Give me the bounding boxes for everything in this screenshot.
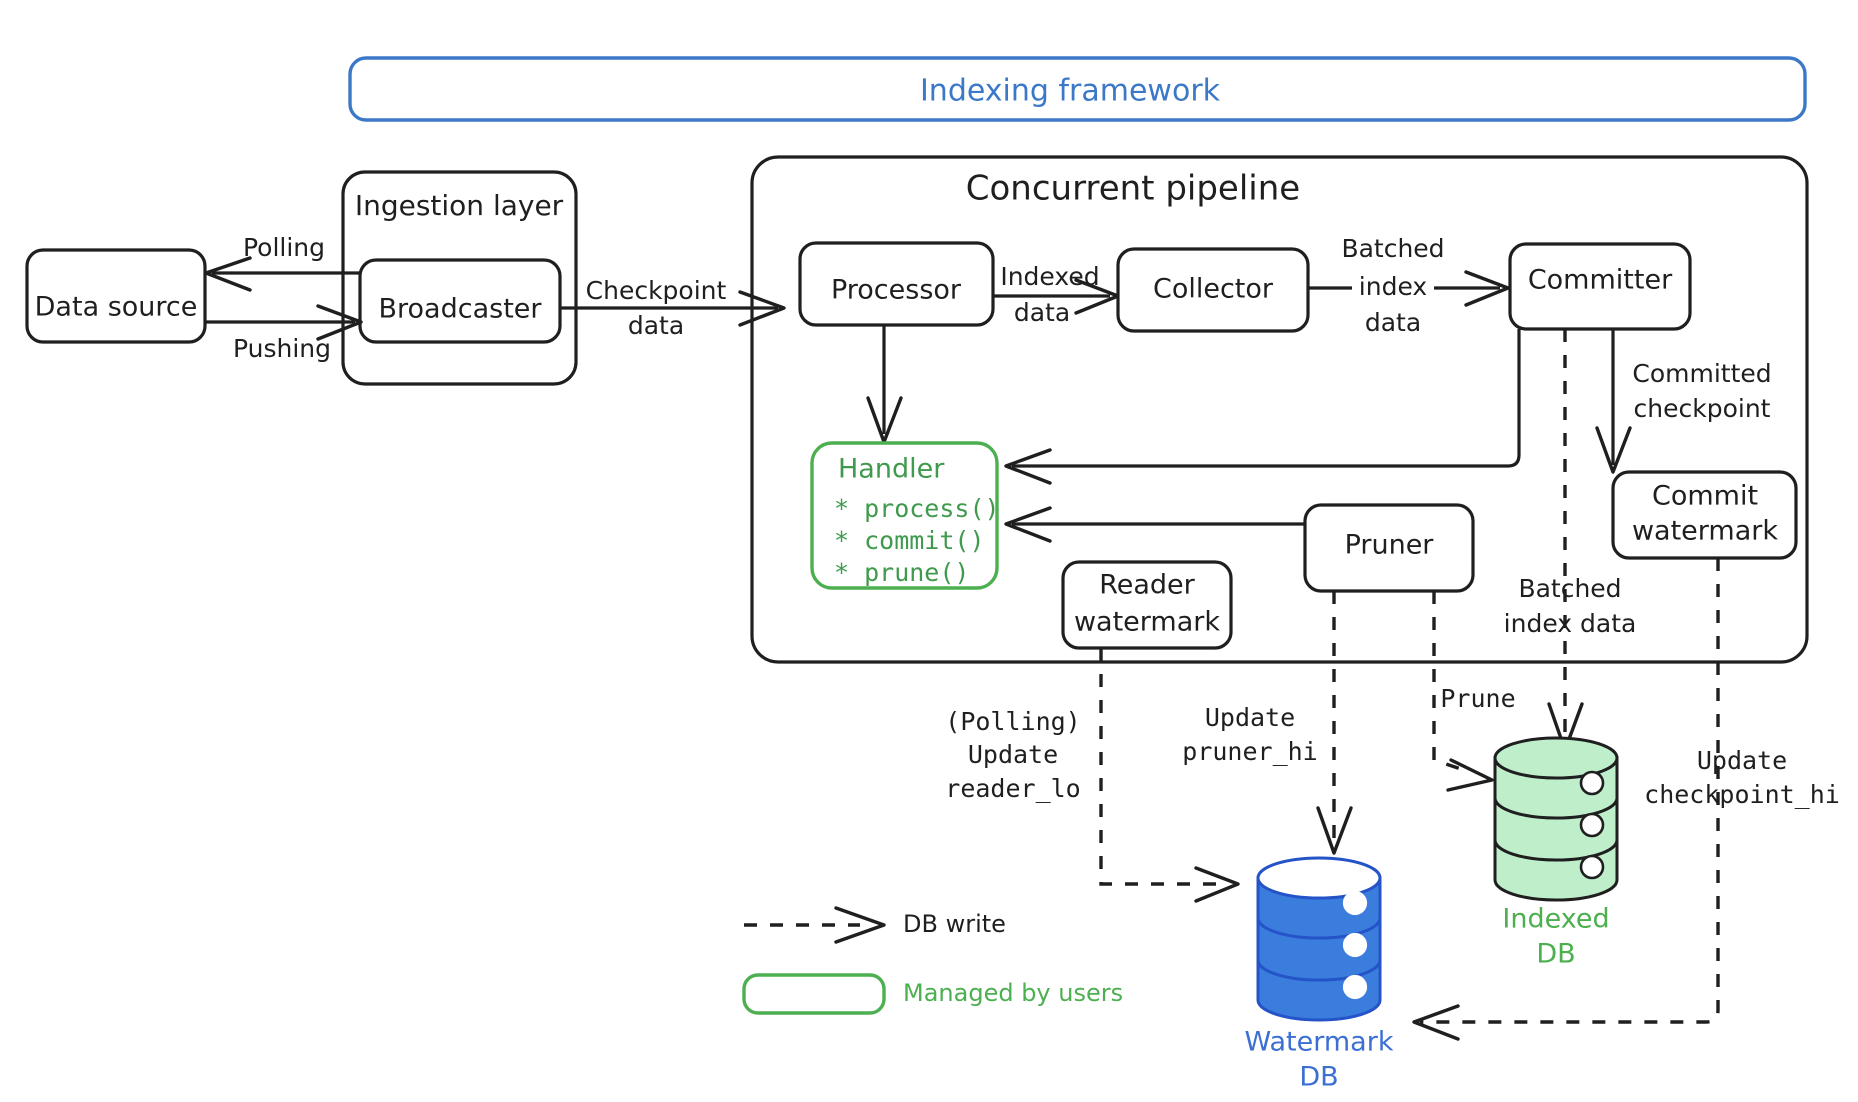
watermark-db-cylinder[interactable]: Watermark DB (1245, 856, 1394, 1093)
edge-processor-to-handler (866, 325, 903, 444)
reader-watermark-line2: watermark (1074, 607, 1220, 638)
collector-box[interactable] (1116, 247, 1310, 333)
edge-pushing: Pushing (205, 304, 363, 363)
legend: DB write Managed by users (742, 906, 1123, 1015)
data-source-box[interactable] (25, 248, 207, 344)
dbwrite-pruner-line1: Update (1205, 703, 1295, 732)
indexing-framework-border (348, 56, 1807, 122)
indexing-framework-title: Indexing framework (920, 74, 1221, 109)
collector-label: Collector (1153, 274, 1274, 305)
commit-watermark-line1: Commit (1652, 481, 1758, 512)
indexed-db-top (1493, 736, 1619, 780)
indexed-db-label-line2: DB (1536, 939, 1575, 970)
dbwrite-batched-line1: Batched (1518, 574, 1621, 603)
processor-label: Processor (831, 275, 962, 306)
dbwrite-checkpoint-line2: checkpoint_hi (1644, 780, 1840, 809)
dbwrite-reader-line1: (Polling) (945, 707, 1080, 736)
edge-batched-index-data: Batched index data (1308, 234, 1510, 337)
committer-label: Committer (1528, 265, 1673, 296)
edge-committed-checkpoint: Committed checkpoint (1595, 329, 1772, 474)
edge-pruner-to-handler (1004, 506, 1305, 543)
edge-committed-checkpoint-line2: checkpoint (1634, 394, 1771, 423)
concurrent-pipeline-title: Concurrent pipeline (966, 169, 1300, 209)
edge-committer-to-handler (1004, 329, 1521, 485)
handler-node[interactable]: Handler * process() * commit() * prune() (810, 441, 1000, 590)
processor-node[interactable]: Processor (798, 241, 995, 327)
indexed-db-indicator-3 (1579, 854, 1605, 880)
edge-indexed-data-line2: data (1014, 298, 1070, 327)
dbwrite-prune-label: Prune (1440, 684, 1515, 713)
edge-batched-line2: index (1359, 272, 1427, 301)
edge-checkpoint-data-line2: data (628, 311, 684, 340)
collector-node[interactable]: Collector (1116, 247, 1310, 333)
indexed-db-cylinder[interactable]: Indexed DB (1493, 736, 1619, 970)
indexed-db-indicator-1 (1579, 770, 1605, 796)
data-source-node[interactable]: Data source (25, 248, 207, 344)
dbwrite-reader-line3: reader_lo (945, 774, 1080, 803)
reader-watermark-node[interactable]: Reader watermark (1061, 560, 1233, 650)
edge-batched-line3: data (1365, 308, 1421, 337)
pruner-node[interactable]: Pruner (1303, 503, 1475, 593)
processor-box[interactable] (798, 241, 995, 327)
edge-checkpoint-data-line1: Checkpoint (586, 276, 727, 305)
dbwrite-batched-line2: index data (1504, 609, 1637, 638)
handler-title: Handler (838, 454, 945, 485)
watermark-db-top (1256, 856, 1382, 900)
edge-indexed-data: Indexed data (993, 262, 1120, 327)
edge-indexed-data-line1: Indexed (1000, 262, 1099, 291)
commit-watermark-node[interactable]: Commit watermark (1611, 470, 1798, 560)
watermark-db-indicator-3 (1342, 974, 1368, 1000)
legend-managed-swatch (742, 973, 886, 1015)
ingestion-layer-group: Ingestion layer Broadcaster (341, 170, 578, 386)
dbwrite-batched-index-data: Batched index data (1504, 329, 1637, 752)
legend-db-write-label: DB write (903, 910, 1006, 938)
indexed-db-label-line1: Indexed (1502, 904, 1609, 935)
watermark-db-label-line2: DB (1299, 1062, 1338, 1093)
legend-db-write: DB write (744, 906, 1006, 944)
legend-managed-label: Managed by users (903, 979, 1123, 1007)
broadcaster-label: Broadcaster (379, 294, 543, 325)
watermark-db-indicator-2 (1342, 932, 1368, 958)
legend-managed-by-users: Managed by users (742, 973, 1123, 1015)
indexing-framework-frame: Indexing framework (348, 56, 1807, 122)
watermark-db-label-line1: Watermark (1245, 1027, 1394, 1058)
dbwrite-pruner-line2: pruner_hi (1182, 737, 1317, 766)
concurrent-pipeline-group: Concurrent pipeline (750, 155, 1809, 664)
pruner-label: Pruner (1345, 530, 1435, 561)
committer-box[interactable] (1508, 242, 1692, 331)
dbwrite-pruner-hi: Update pruner_hi (1182, 591, 1353, 855)
dbwrite-prune: Prune (1432, 591, 1516, 792)
handler-box[interactable] (810, 441, 999, 590)
reader-watermark-line1: Reader (1099, 570, 1195, 601)
watermark-db-indicator-1 (1342, 890, 1368, 916)
edge-committed-checkpoint-line1: Committed (1632, 359, 1771, 388)
broadcaster-box[interactable] (358, 258, 562, 344)
edge-polling-label: Polling (243, 233, 325, 262)
pruner-box[interactable] (1303, 503, 1475, 593)
handler-method-prune: * prune() (834, 558, 969, 587)
commit-watermark-line2: watermark (1632, 516, 1778, 547)
dbwrite-reader-line2: Update (968, 740, 1058, 769)
edge-polling: Polling (204, 233, 360, 292)
data-source-label: Data source (35, 292, 198, 323)
edge-batched-line1: Batched (1341, 234, 1444, 263)
indexed-db-indicator-2 (1579, 812, 1605, 838)
concurrent-pipeline-border (750, 155, 1809, 664)
dbwrite-checkpoint-hi: Update checkpoint_hi (1412, 558, 1840, 1041)
ingestion-layer-border (341, 170, 578, 386)
edge-pushing-label: Pushing (233, 334, 331, 363)
commit-watermark-box[interactable] (1611, 470, 1798, 560)
ingestion-layer-label: Ingestion layer (355, 189, 564, 222)
edge-checkpoint-data: Checkpoint data (560, 276, 786, 340)
handler-method-process: * process() (834, 494, 1000, 523)
committer-node[interactable]: Committer (1508, 242, 1692, 331)
dbwrite-reader-watermark: (Polling) Update reader_lo (945, 648, 1240, 903)
handler-method-commit: * commit() (834, 526, 985, 555)
reader-watermark-box[interactable] (1061, 560, 1233, 650)
dbwrite-checkpoint-line1: Update (1697, 746, 1787, 775)
